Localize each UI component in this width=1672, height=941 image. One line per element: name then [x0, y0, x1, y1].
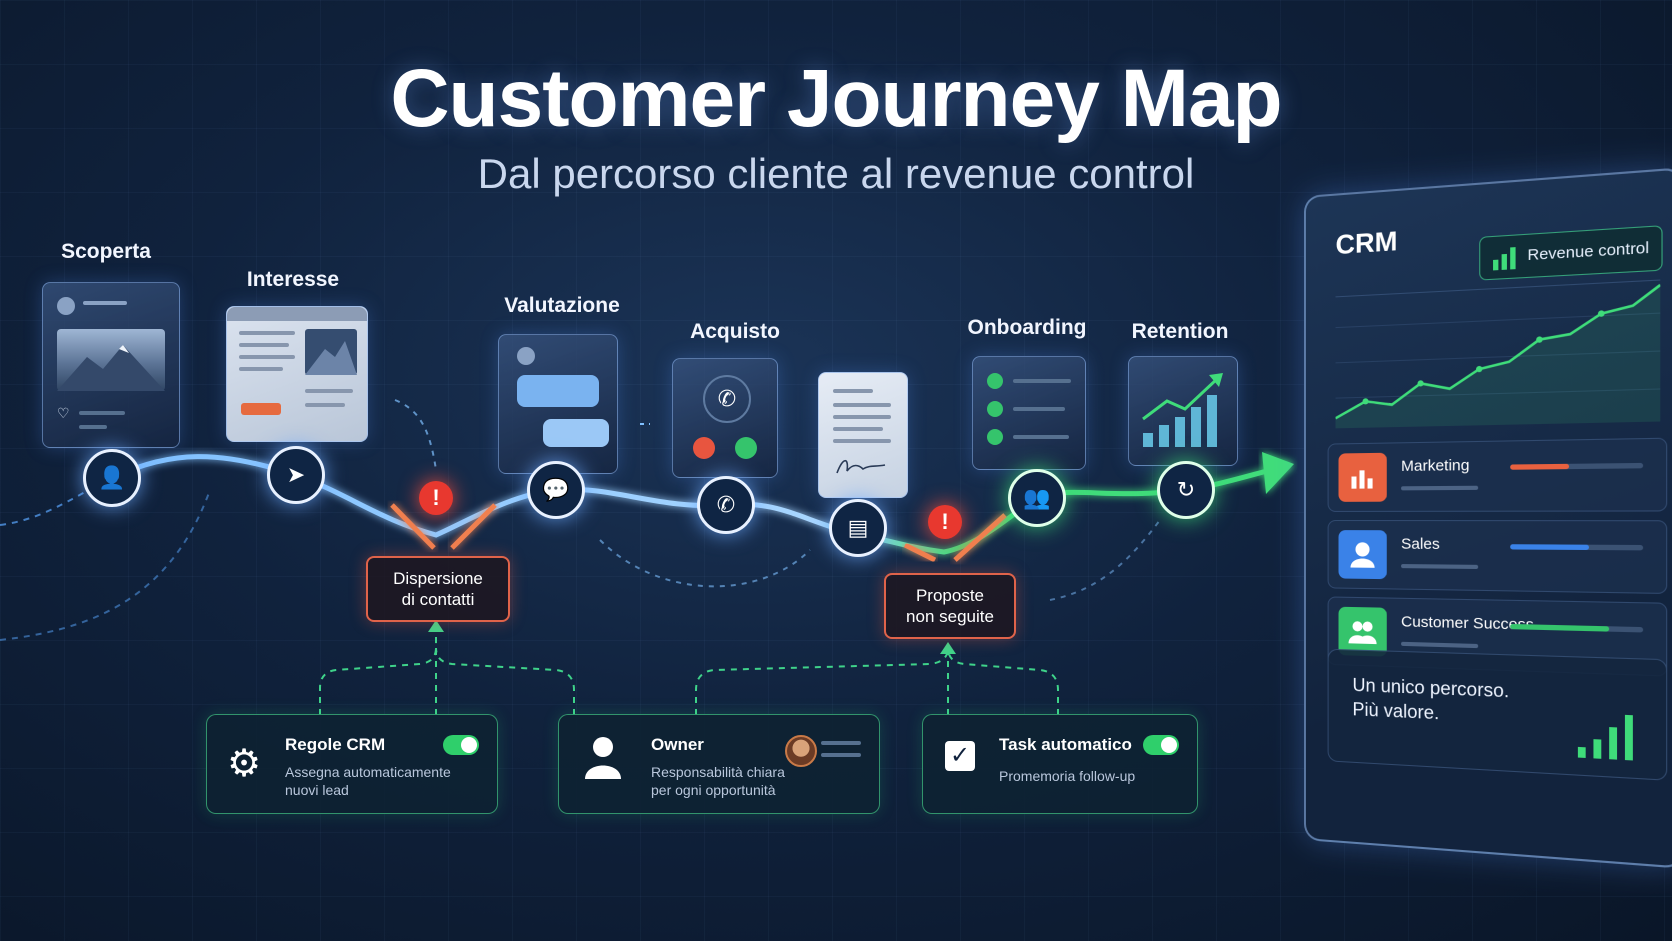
page-title: Customer Journey Map — [390, 53, 1282, 144]
team-name: Marketing — [1401, 456, 1470, 476]
avatar — [785, 735, 817, 767]
answer-icon — [735, 437, 757, 459]
check-icon — [987, 401, 1003, 417]
revenue-control-badge[interactable]: Revenue control — [1479, 225, 1663, 281]
team-row-marketing[interactable]: Marketing — [1327, 437, 1668, 512]
solution-title: Task automatico — [999, 735, 1132, 754]
team-subline — [1401, 641, 1479, 649]
team-progress-fill — [1510, 463, 1570, 470]
chat-bubble-icon — [543, 419, 609, 447]
page-subtitle: Dal percorso cliente al revenue control — [477, 150, 1195, 197]
team-icon[interactable]: 👥 — [1008, 469, 1066, 527]
solution-desc: Promemoria follow-up — [999, 768, 1136, 784]
bar-chart-icon — [1493, 247, 1516, 271]
heart-icon: ♡ — [57, 405, 70, 421]
check-icon — [987, 429, 1003, 445]
gear-icon: ⚙ — [227, 743, 262, 785]
stage-label-retention: Retention — [1131, 320, 1229, 343]
person-icon — [1338, 530, 1387, 580]
solution-title: Owner — [651, 735, 704, 754]
crm-panel: CRM Revenue control Marketing Sales — [1304, 167, 1672, 869]
issue-dispersione: Dispersione di contatti — [366, 556, 510, 622]
stage-label-onboarding: Onboarding — [967, 316, 1087, 339]
team-subline — [1401, 485, 1479, 491]
cursor-icon[interactable]: ➤ — [267, 446, 325, 504]
person-icon — [585, 735, 621, 784]
mountain-image — [57, 329, 165, 391]
tagline-card: Un unico percorso. Più valore. — [1327, 648, 1668, 781]
team-name: Sales — [1401, 535, 1440, 554]
team-progress — [1510, 544, 1644, 551]
bar-chart-icon — [1577, 714, 1633, 761]
social-post-card: ♡ — [42, 282, 180, 448]
check-icon — [987, 373, 1003, 389]
issue-proposte: Proposte non seguite — [884, 573, 1016, 639]
issue-line: di contatti — [401, 590, 475, 609]
team-progress — [1510, 462, 1644, 470]
call-card: ✆ — [672, 358, 778, 478]
solution-regole-crm[interactable]: ⚙ Regole CRM Assegna automaticamente nuo… — [206, 714, 498, 814]
tagline-text: Un unico percorso. Più valore. — [1352, 673, 1509, 729]
solution-desc: Assegna automaticamente nuovi lead — [285, 763, 451, 799]
alert-icon: ! — [419, 481, 453, 515]
phone-icon: ✆ — [703, 375, 751, 423]
team-progress-fill — [1510, 544, 1590, 551]
stage-label-valutazione: Valutazione — [504, 294, 620, 317]
document-icon[interactable]: ▤ — [829, 499, 887, 557]
alert-icon: ! — [928, 505, 962, 539]
desc-line: Responsabilità chiara — [651, 764, 785, 780]
cta-button-graphic — [241, 403, 281, 415]
user-icon[interactable]: 👤 — [83, 449, 141, 507]
solution-owner[interactable]: Owner Responsabilità chiara per ogni opp… — [558, 714, 880, 814]
bar-chart-icon — [1338, 452, 1387, 502]
phone-icon[interactable]: ✆ — [697, 476, 755, 534]
issue-line: Dispersione — [393, 569, 483, 588]
desc-line: nuovi lead — [285, 782, 349, 798]
hangup-icon — [693, 437, 715, 459]
chat-icon[interactable]: 💬 — [527, 461, 585, 519]
chat-card — [498, 334, 618, 474]
signature-icon — [836, 459, 886, 474]
desc-line: per ogni opportunità — [651, 782, 776, 798]
revenue-line-chart — [1336, 279, 1661, 429]
regole-crm-toggle[interactable] — [443, 735, 479, 755]
revenue-control-label: Revenue control — [1527, 238, 1650, 265]
webpage-card — [226, 306, 368, 442]
solution-desc: Responsabilità chiara per ogni opportuni… — [651, 763, 785, 799]
stage-label-scoperta: Scoperta — [61, 240, 151, 263]
checklist-card — [972, 356, 1086, 470]
crm-title: CRM — [1335, 225, 1398, 261]
refresh-icon[interactable]: ↻ — [1157, 461, 1215, 519]
growth-chart-card — [1128, 356, 1238, 466]
stage-label-acquisto: Acquisto — [690, 320, 780, 343]
solution-title: Regole CRM — [285, 735, 386, 754]
task-automatico-toggle[interactable] — [1143, 735, 1179, 755]
image-thumbnail — [305, 329, 357, 375]
team-row-sales[interactable]: Sales — [1327, 520, 1668, 595]
growth-chart-icon — [1142, 373, 1223, 447]
issue-line: non seguite — [906, 607, 994, 626]
stage-label-interesse: Interesse — [246, 268, 340, 291]
desc-line: Assegna automaticamente — [285, 764, 451, 780]
team-subline — [1401, 564, 1479, 570]
contract-card — [818, 372, 908, 498]
checkbox-icon: ✓ — [945, 741, 975, 771]
chat-bubble-icon — [517, 375, 599, 407]
issue-line: Proposte — [915, 586, 985, 605]
solution-task-automatico[interactable]: ✓ Task automatico Promemoria follow-up — [922, 714, 1198, 814]
